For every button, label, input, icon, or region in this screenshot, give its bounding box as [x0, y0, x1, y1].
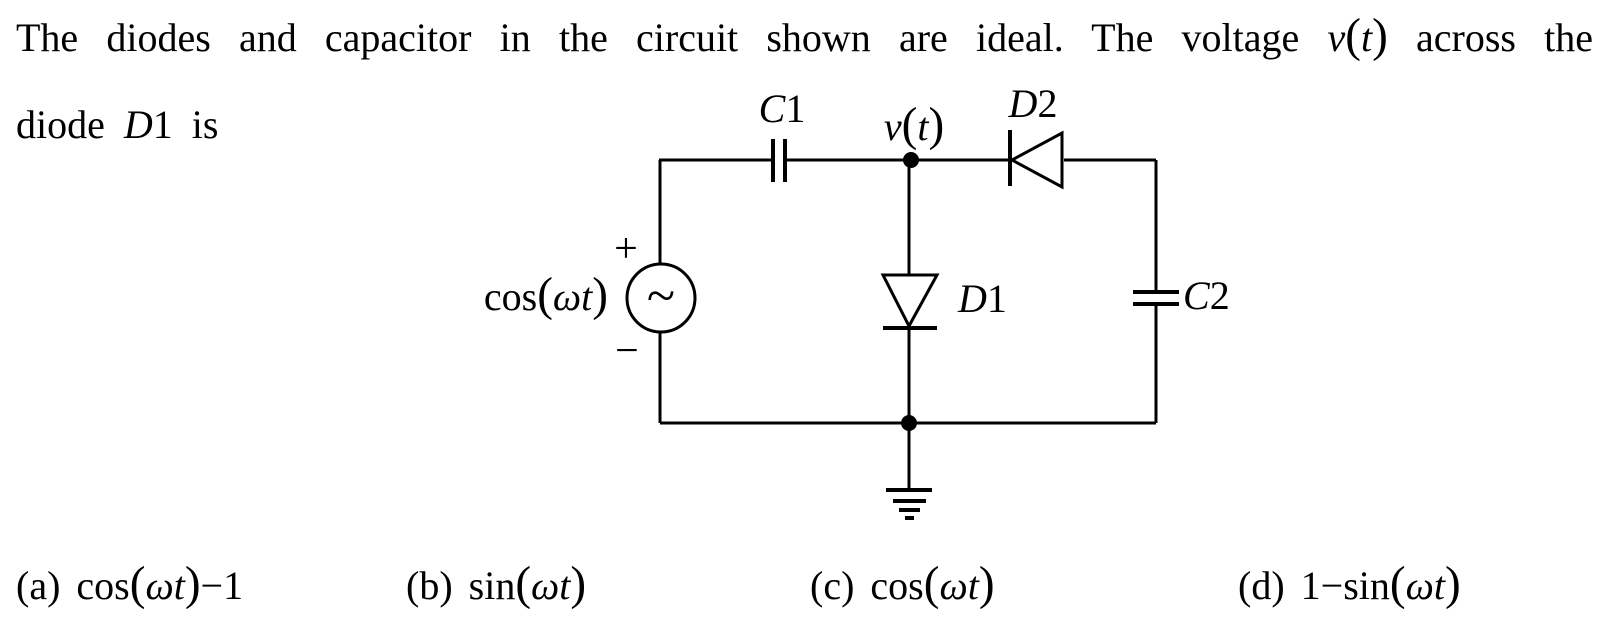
- capacitor-c1-icon: [771, 139, 787, 182]
- option-c: (c) cos(ωt): [810, 558, 995, 612]
- question-line2-post: is: [191, 102, 219, 147]
- label-c1: C1: [758, 86, 806, 131]
- option-c-formula: cos(ωt): [870, 558, 995, 610]
- node-dot-vt: [903, 152, 919, 168]
- option-d-label: (d): [1238, 563, 1285, 608]
- option-b-formula: sin(ωt): [468, 558, 587, 610]
- option-b: (b) sin(ωt): [406, 558, 586, 612]
- diode-d2-icon: [1008, 130, 1064, 190]
- option-d: (d) 1−sin(ωt): [1238, 558, 1461, 612]
- label-vt: v(t): [883, 99, 945, 151]
- question-line1-post: across the: [1416, 15, 1594, 60]
- label-d2: D2: [1008, 81, 1058, 126]
- polarity-plus: +: [614, 226, 638, 272]
- question-line1-pre: The diodes and capacitor in the circuit …: [16, 15, 1300, 60]
- diode-d1-inline: D1: [123, 102, 173, 147]
- capacitor-c2-icon: [1133, 290, 1179, 306]
- question-text-line2: diode D1 is: [16, 101, 218, 149]
- diode-d1-icon: [880, 273, 940, 330]
- option-b-label: (b): [406, 563, 453, 608]
- polarity-minus: −: [615, 328, 639, 374]
- option-a-formula: cos(ωt)−1: [76, 558, 244, 610]
- option-a: (a) cos(ωt)−1: [16, 558, 243, 612]
- question-text-line1: The diodes and capacitor in the circuit …: [16, 12, 1593, 62]
- label-d1: D1: [958, 276, 1007, 321]
- voltage-vt-inline: v(t): [1327, 10, 1388, 62]
- source-value-label: cos(ωt): [483, 269, 608, 321]
- circuit-wires: [658, 158, 1158, 425]
- label-c2: C2: [1183, 273, 1230, 318]
- option-a-label: (a): [16, 563, 61, 608]
- ground-icon: [886, 423, 932, 520]
- ac-source-icon: ~: [625, 262, 697, 334]
- ac-tilde: ~: [647, 268, 675, 325]
- option-c-label: (c): [810, 563, 855, 608]
- option-d-formula: 1−sin(ωt): [1300, 558, 1461, 610]
- question-line2-pre: diode: [16, 102, 105, 147]
